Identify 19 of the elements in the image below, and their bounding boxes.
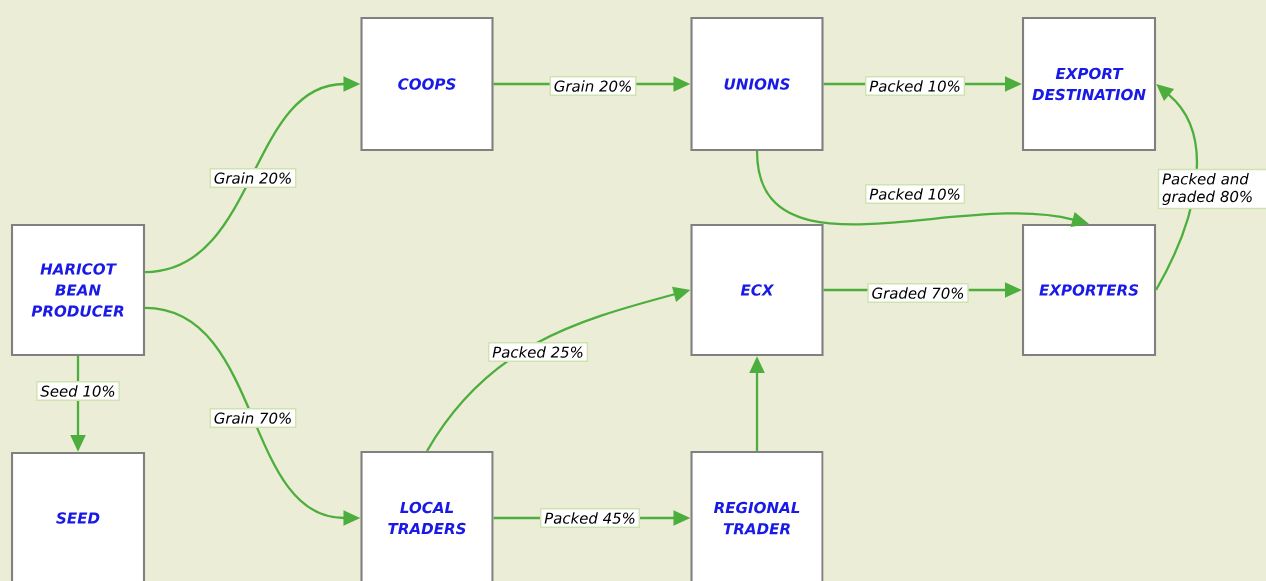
edge-label: Grain 20%: [549, 76, 637, 96]
edge-label: Packed 45%: [540, 508, 641, 528]
edge-label: Seed 10%: [36, 381, 120, 401]
edge-label: Grain 70%: [209, 408, 297, 428]
process-box: EXPORT DESTINATION: [1021, 16, 1157, 152]
edge-label: Grain 20%: [209, 168, 297, 188]
edge-label: Graded 70%: [867, 283, 969, 303]
edge-label: Packed 25%: [487, 342, 589, 362]
process-box: LOCAL TRADERS: [360, 450, 494, 581]
process-box: HARICOT BEAN PRODUCER: [10, 223, 146, 357]
process-box: SEED: [10, 451, 146, 581]
edge-label: Packed 10%: [865, 184, 966, 204]
edge-label: Packed and graded 80%: [1157, 168, 1266, 210]
edge-label: Packed 10%: [865, 76, 966, 96]
process-box: REGIONAL TRADER: [690, 450, 824, 581]
process-box: COOPS: [360, 16, 494, 152]
process-box: EXPORTERS: [1021, 223, 1157, 357]
process-box: UNIONS: [690, 16, 824, 152]
process-box: ECX: [690, 223, 824, 357]
